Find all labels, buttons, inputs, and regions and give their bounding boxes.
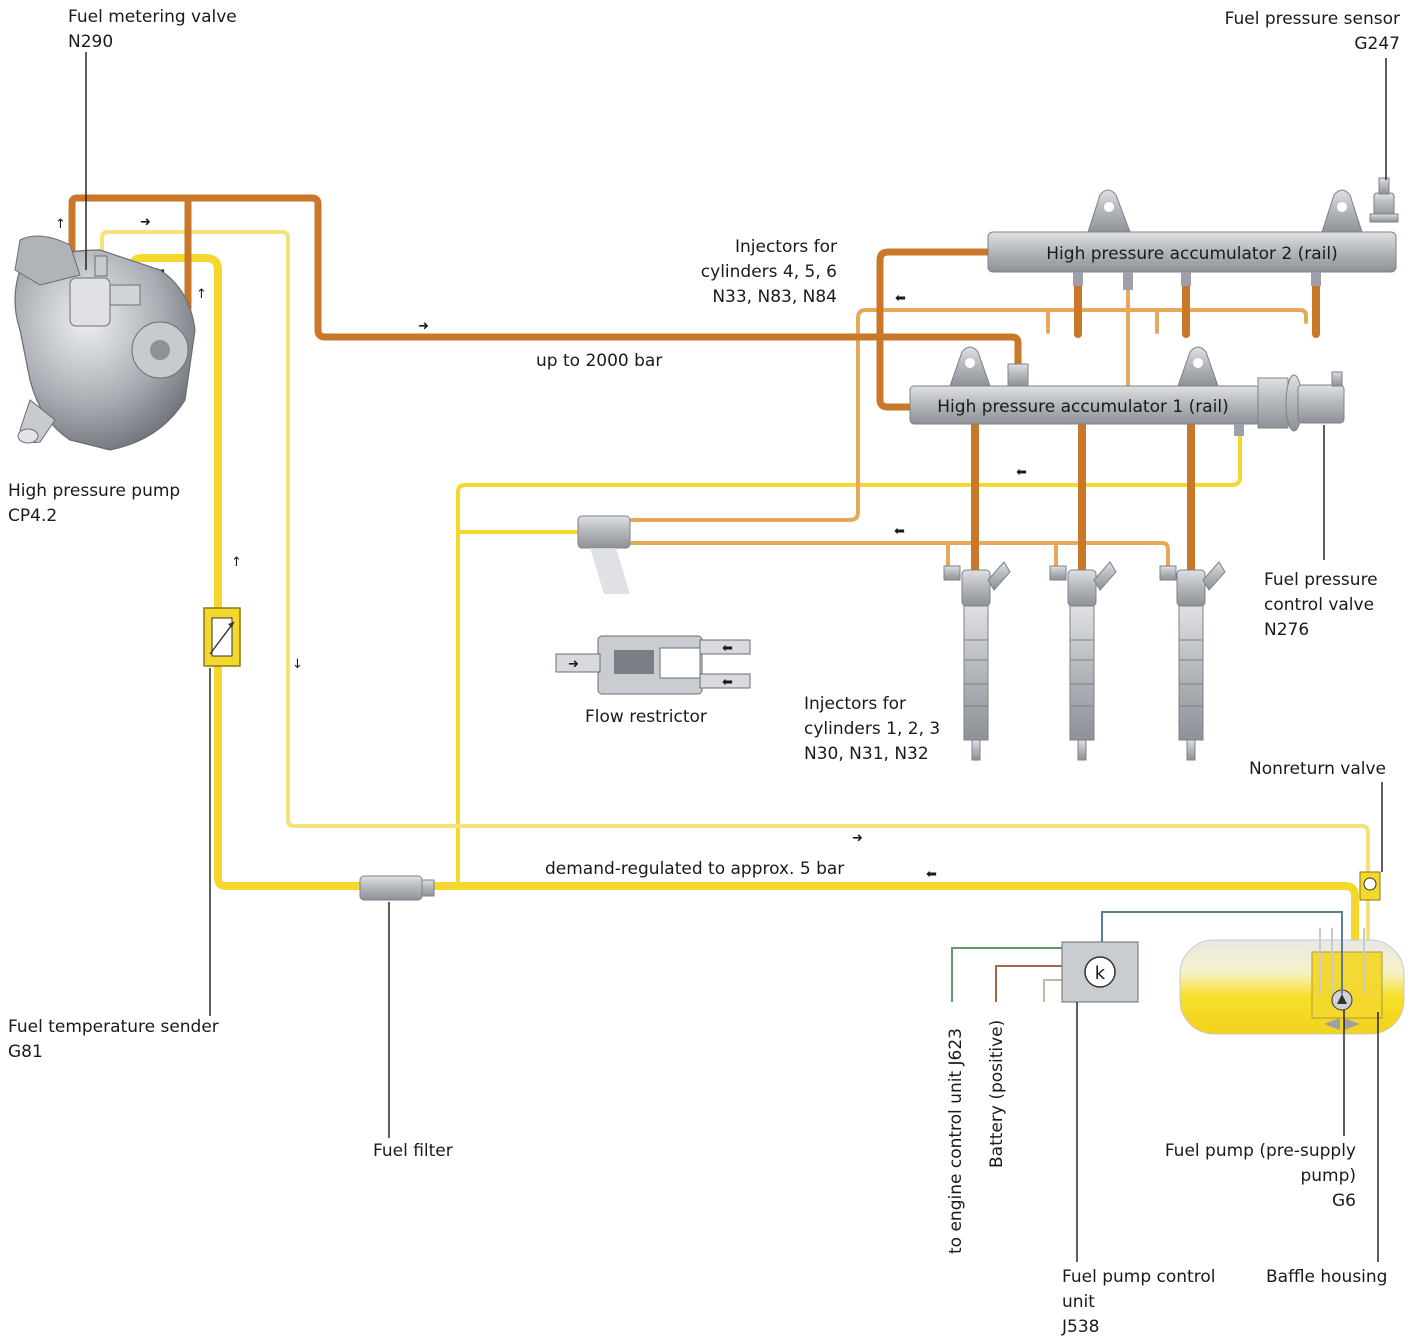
svg-text:Injectors for: Injectors for <box>804 694 906 714</box>
svg-text:G247: G247 <box>1354 34 1400 54</box>
svg-text:cylinders 4, 5, 6: cylinders 4, 5, 6 <box>701 262 837 282</box>
svg-text:N33, N83, N84: N33, N83, N84 <box>712 287 837 307</box>
label-demand-regulated: demand-regulated to approx. 5 bar <box>545 859 844 879</box>
svg-text:unit: unit <box>1062 1292 1095 1312</box>
svg-text:control valve: control valve <box>1264 595 1374 615</box>
label-flow-restrictor: Flow restrictor <box>585 707 707 727</box>
svg-text:J538: J538 <box>1061 1317 1099 1337</box>
fuel-temperature-sender-icon <box>203 607 241 667</box>
svg-text:G6: G6 <box>1332 1191 1356 1211</box>
arrow-down-icon: ↓ <box>292 657 303 672</box>
svg-text:N276: N276 <box>1264 620 1309 640</box>
arrow-left-icon: ⬅ <box>926 867 937 882</box>
label-up-to-2000-bar: up to 2000 bar <box>536 351 662 371</box>
high-pressure-pump-icon <box>14 235 196 451</box>
injector-icon <box>1159 561 1226 761</box>
arrow-right-icon: ➜ <box>418 319 429 334</box>
svg-text:Fuel pressure: Fuel pressure <box>1264 570 1378 590</box>
arrow-left-icon: ⬅ <box>894 524 905 539</box>
label-to-engine-control-unit: to engine control unit J623 <box>946 1028 966 1254</box>
label-fuel-temperature-sender: Fuel temperature sender G81 <box>8 1017 219 1062</box>
flow-restrictor-icon: ➜ ⬅ ⬅ <box>555 515 751 695</box>
svg-text:CP4.2: CP4.2 <box>8 506 57 526</box>
arrow-left-icon: ⬅ <box>1016 465 1027 480</box>
svg-text:Fuel pump control: Fuel pump control <box>1062 1267 1215 1287</box>
arrow-right-icon: ➜ <box>568 657 579 672</box>
label-nonreturn-valve: Nonreturn valve <box>1249 759 1386 779</box>
fuel-pressure-sensor-icon <box>1369 177 1399 223</box>
svg-text:Fuel pressure sensor: Fuel pressure sensor <box>1225 9 1400 29</box>
arrow-right-icon: ➜ <box>852 831 863 846</box>
label-fuel-pump-control-unit: Fuel pump control unit J538 <box>1061 1267 1215 1337</box>
svg-text:G81: G81 <box>8 1042 43 1062</box>
svg-text:High pressure pump: High pressure pump <box>8 481 180 501</box>
svg-text:N30, N31, N32: N30, N31, N32 <box>804 744 929 764</box>
fuel-filter-icon <box>359 875 435 901</box>
rail-1-icon: High pressure accumulator 1 (rail) <box>909 346 1261 425</box>
rail-2-icon: High pressure accumulator 2 (rail) <box>987 189 1397 290</box>
arrow-up-icon: ↑ <box>231 555 242 570</box>
svg-text:Injectors for: Injectors for <box>735 237 837 257</box>
label-high-pressure-pump: High pressure pump CP4.2 <box>8 481 180 526</box>
label-fuel-pressure-control-valve: Fuel pressure control valve N276 <box>1264 570 1378 640</box>
rail-2-label: High pressure accumulator 2 (rail) <box>1046 244 1337 264</box>
supply-lines <box>100 230 1370 952</box>
arrow-left-icon: ⬅ <box>722 675 733 690</box>
label-baffle-housing: Baffle housing <box>1266 1267 1387 1287</box>
label-fuel-pump-g6: Fuel pump (pre-supply pump) G6 <box>1165 1141 1356 1211</box>
control-unit-symbol: k <box>1095 963 1106 984</box>
label-fuel-pressure-sensor: Fuel pressure sensor G247 <box>1225 9 1400 54</box>
injector-icon <box>1049 561 1117 761</box>
svg-text:cylinders 1, 2, 3: cylinders 1, 2, 3 <box>804 719 940 739</box>
injector-icon <box>943 561 1011 761</box>
arrow-left-icon: ⬅ <box>895 291 906 306</box>
label-fuel-filter: Fuel filter <box>373 1141 453 1161</box>
svg-text:N290: N290 <box>68 32 113 52</box>
svg-text:Fuel temperature sender: Fuel temperature sender <box>8 1017 219 1037</box>
label-injectors-123: Injectors for cylinders 1, 2, 3 N30, N31… <box>804 694 940 764</box>
fuel-pump-control-unit-icon: k <box>1061 941 1139 1003</box>
nonreturn-valve-icon <box>1359 871 1381 901</box>
arrow-up-icon: ↑ <box>55 217 66 232</box>
svg-text:Fuel pump (pre-supply: Fuel pump (pre-supply <box>1165 1141 1356 1161</box>
svg-text:pump): pump) <box>1300 1166 1356 1186</box>
svg-text:Fuel metering valve: Fuel metering valve <box>68 7 237 27</box>
leader-lines <box>85 52 1387 1262</box>
label-injectors-456: Injectors for cylinders 4, 5, 6 N33, N83… <box>701 237 837 307</box>
rail-1-label: High pressure accumulator 1 (rail) <box>937 397 1228 417</box>
fuel-tank-icon <box>1179 928 1405 1035</box>
arrow-right-icon: ➜ <box>140 215 151 230</box>
arrow-up-icon: ↑ <box>196 287 207 302</box>
arrow-left-icon: ⬅ <box>722 641 733 656</box>
return-lines <box>630 288 1308 570</box>
fuel-pressure-control-valve-icon <box>1234 371 1345 436</box>
label-battery-positive: Battery (positive) <box>987 1020 1007 1168</box>
label-fuel-metering-valve: Fuel metering valve N290 <box>68 7 237 52</box>
electrical-wires <box>951 911 1343 1002</box>
